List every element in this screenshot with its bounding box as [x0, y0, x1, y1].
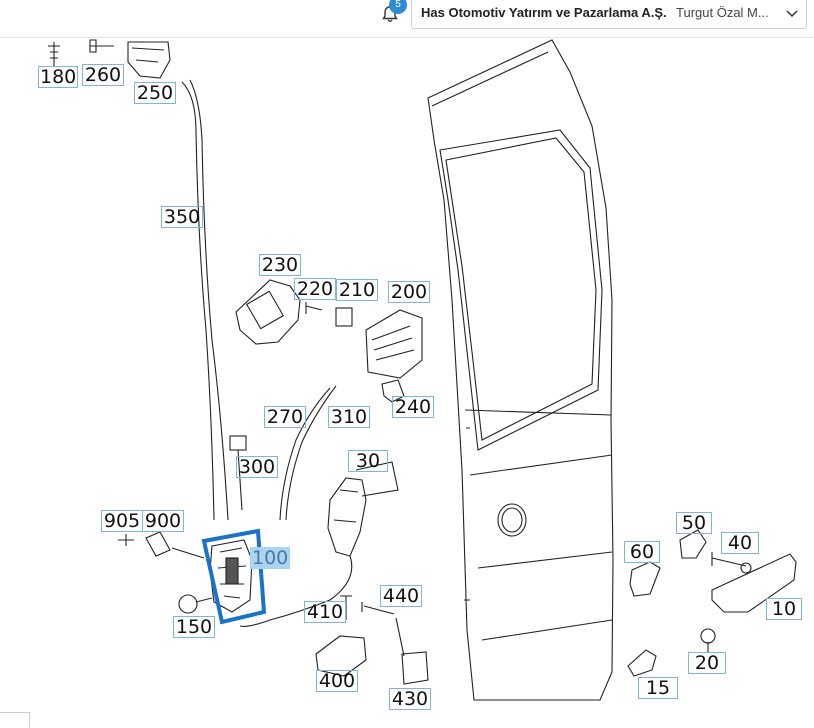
top-bar: 5 Has Otomotiv Yatırım ve Pazarlama A.Ş.… — [0, 0, 814, 38]
callout-20[interactable]: 20 — [688, 652, 726, 674]
callout-30[interactable]: 30 — [348, 450, 388, 472]
callout-905[interactable]: 905 — [101, 510, 143, 532]
callout-200[interactable]: 200 — [388, 281, 430, 303]
callout-350[interactable]: 350 — [161, 206, 203, 228]
callout-300[interactable]: 300 — [236, 456, 278, 478]
exploded-view-drawing — [48, 39, 797, 701]
callout-60[interactable]: 60 — [624, 541, 660, 563]
callout-400[interactable]: 400 — [316, 670, 358, 692]
callout-410[interactable]: 410 — [304, 601, 346, 623]
callout-260[interactable]: 260 — [82, 64, 124, 86]
callout-440[interactable]: 440 — [380, 585, 422, 607]
callout-40[interactable]: 40 — [721, 532, 759, 554]
callout-10[interactable]: 10 — [766, 598, 802, 620]
callout-230[interactable]: 230 — [259, 254, 301, 276]
callout-430[interactable]: 430 — [389, 688, 431, 710]
parts-diagram: 180 260 250 350 230 220 210 200 270 310 … — [0, 38, 814, 728]
branch-name: Turgut Özal M... — [676, 5, 769, 20]
callout-250[interactable]: 250 — [134, 82, 176, 104]
selected-part-highlight — [201, 528, 267, 625]
callout-310[interactable]: 310 — [328, 406, 370, 428]
callout-150[interactable]: 150 — [173, 616, 215, 638]
callout-240[interactable]: 240 — [392, 396, 434, 418]
callout-210[interactable]: 210 — [336, 279, 378, 301]
callout-270[interactable]: 270 — [264, 406, 306, 428]
company-selector[interactable]: Has Otomotiv Yatırım ve Pazarlama A.Ş. T… — [411, 0, 807, 29]
callout-15[interactable]: 15 — [638, 677, 678, 699]
company-name: Has Otomotiv Yatırım ve Pazarlama A.Ş. — [421, 5, 667, 20]
callout-50[interactable]: 50 — [676, 512, 712, 534]
callout-100-selected[interactable]: 100 — [250, 547, 290, 569]
callout-900[interactable]: 900 — [142, 510, 184, 532]
chevron-down-icon — [786, 10, 798, 18]
notification-count-badge: 5 — [389, 0, 407, 14]
callout-220[interactable]: 220 — [294, 278, 336, 300]
panel-toggle-icon[interactable] — [0, 712, 30, 728]
callout-180[interactable]: 180 — [38, 66, 78, 88]
